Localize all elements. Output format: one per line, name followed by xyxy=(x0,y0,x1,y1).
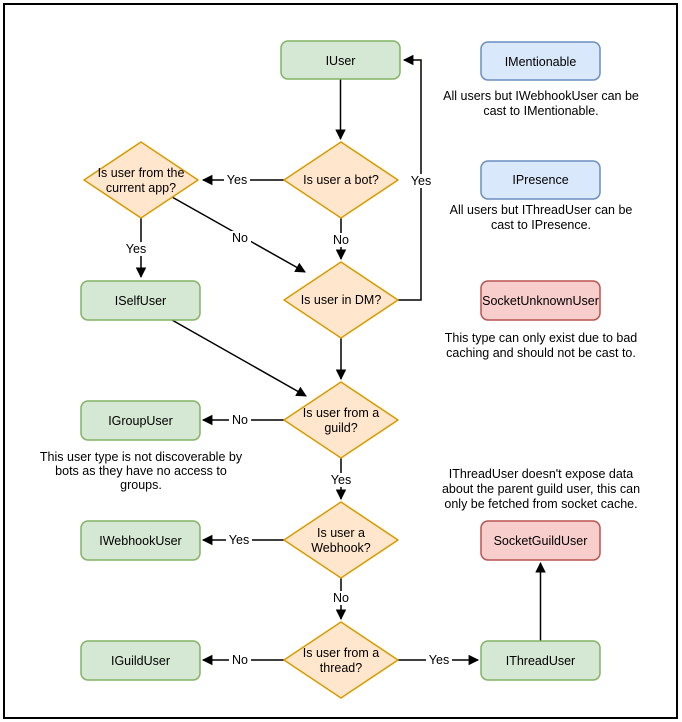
node-ipresence xyxy=(480,160,601,200)
edge-label-bg xyxy=(229,413,251,427)
note-igroupuser-line2: bots as they have no access to xyxy=(55,464,227,478)
decision-from-thread-line2: thread? xyxy=(320,661,362,675)
node-iwebhookuser-label: IWebhookUser xyxy=(99,534,181,548)
decision-from-current-app-line2: current app? xyxy=(106,181,176,195)
decision-is-webhook-line1: Is user a xyxy=(317,526,365,540)
node-socketguilduser xyxy=(480,520,601,561)
edge-label-bg xyxy=(408,174,434,188)
decision-is-bot xyxy=(283,141,399,219)
edge-label-isbot-yes: Yes xyxy=(227,173,247,187)
edge-label-fromguild-no: No xyxy=(232,413,248,427)
decision-from-current-app-line1: Is user from the xyxy=(98,166,185,180)
node-iguilduser xyxy=(80,640,201,681)
edge-label-isbot-no: No xyxy=(333,233,349,247)
decision-from-thread xyxy=(283,621,399,699)
edge-label-bg xyxy=(330,233,352,247)
note-socketunknown-line2: caching and should not be cast to. xyxy=(446,346,636,360)
node-ipresence-label: IPresence xyxy=(512,173,568,187)
nodes: IUser IMentionable IPresence SocketUnkno… xyxy=(80,40,601,681)
decision-from-guild xyxy=(283,381,399,459)
decision-is-webhook xyxy=(283,501,399,579)
node-iselfuser xyxy=(80,280,201,321)
edge-label-bg xyxy=(330,591,352,605)
node-ithreaduser xyxy=(480,640,601,681)
edge-label-bg xyxy=(123,242,149,256)
node-iuser xyxy=(280,40,401,80)
notes: All users but IWebhookUser can be cast t… xyxy=(40,89,640,511)
decision-from-guild-line1: Is user from a xyxy=(303,406,379,420)
note-ipresence-line1: All users but IThreadUser can be xyxy=(450,203,633,217)
note-socketunknown-line1: This type can only exist due to bad xyxy=(445,331,638,345)
node-iwebhookuser xyxy=(80,520,201,561)
node-igroupuser xyxy=(80,400,201,441)
decisions: Is user from the current app? Is user a … xyxy=(83,141,399,699)
edge-label-iswebhook-no: No xyxy=(333,591,349,605)
edge-label-fromthread-yes: Yes xyxy=(429,653,449,667)
decision-in-dm-line1: Is user in DM? xyxy=(301,293,382,307)
edge-label-bg xyxy=(328,473,354,487)
node-iselfuser-label: ISelfUser xyxy=(115,294,166,308)
page-border xyxy=(3,3,678,719)
node-iuser-label: IUser xyxy=(326,54,356,68)
node-socketunknownuser-label: SocketUnknownUser xyxy=(482,294,599,308)
edge-label-fromguild-yes: Yes xyxy=(331,473,351,487)
note-igroupuser-line3: groups. xyxy=(120,478,162,492)
note-igroupuser-line1: This user type is not discoverable by xyxy=(40,450,243,464)
edge-label-fromthread-no: No xyxy=(232,653,248,667)
note-imentionable-line1: All users but IWebhookUser can be xyxy=(443,89,639,103)
edge-label-currentapp-no: No xyxy=(232,231,248,245)
edge-labels: Yes No Yes No Yes No Yes Yes No No Yes xyxy=(123,173,452,667)
note-ithreaduser-line1: IThreadUser doesn't expose data xyxy=(449,467,633,481)
node-ithreaduser-label: IThreadUser xyxy=(506,654,575,668)
edge-label-currentapp-yes: Yes xyxy=(126,242,146,256)
decision-from-guild-line2: guild? xyxy=(324,421,357,435)
note-imentionable-line2: cast to IMentionable. xyxy=(483,104,598,118)
edge-label-bg xyxy=(229,653,251,667)
node-iguilduser-label: IGuildUser xyxy=(111,654,170,668)
node-socketunknownuser xyxy=(480,280,601,321)
note-ipresence-line2: cast to IPresence. xyxy=(491,218,591,232)
node-socketguilduser-label: SocketGuildUser xyxy=(494,534,588,548)
edge-label-iswebhook-yes: Yes xyxy=(229,533,249,547)
decision-in-dm xyxy=(283,261,399,339)
decision-from-current-app xyxy=(83,141,199,219)
decision-is-bot-line1: Is user a bot? xyxy=(303,173,379,187)
edge-label-bg xyxy=(226,533,252,547)
edge-label-indm-yes: Yes xyxy=(411,174,431,188)
edge-label-bg xyxy=(426,653,452,667)
note-ithreaduser-line2: about the parent guild user, this can xyxy=(442,482,640,496)
decision-from-thread-line1: Is user from a xyxy=(303,646,379,660)
node-imentionable-label: IMentionable xyxy=(505,55,577,69)
edge-label-bg xyxy=(224,173,250,187)
note-ithreaduser-line3: only be fetched from socket cache. xyxy=(444,497,637,511)
node-igroupuser-label: IGroupUser xyxy=(108,414,173,428)
edge-label-bg xyxy=(229,231,251,245)
node-imentionable xyxy=(480,41,601,81)
edge-iselfuser-to-fromguild xyxy=(171,319,307,397)
decision-is-webhook-line2: Webhook? xyxy=(311,541,371,555)
